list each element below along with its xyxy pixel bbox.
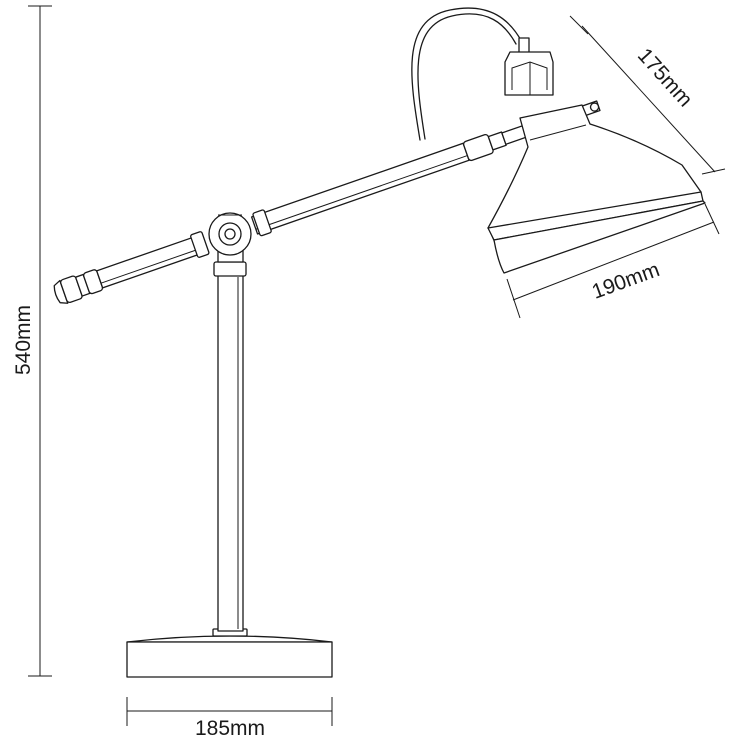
lamp-stem [213, 249, 247, 632]
shade-width-label: 190mm [589, 258, 663, 304]
shade-bracket [504, 37, 554, 96]
height-dimension-label: 540mm [12, 305, 35, 375]
pivot-joint [208, 212, 252, 256]
height-dimension: 540mm [12, 5, 52, 677]
lamp-arm [53, 100, 601, 304]
shade-height-label: 175mm [633, 44, 697, 111]
power-cable [411, 7, 523, 141]
lamp-shade [487, 104, 706, 274]
base-width-label: 185mm [195, 717, 265, 740]
base-width-dimension: 185mm [126, 697, 333, 740]
lamp-base [126, 628, 333, 678]
